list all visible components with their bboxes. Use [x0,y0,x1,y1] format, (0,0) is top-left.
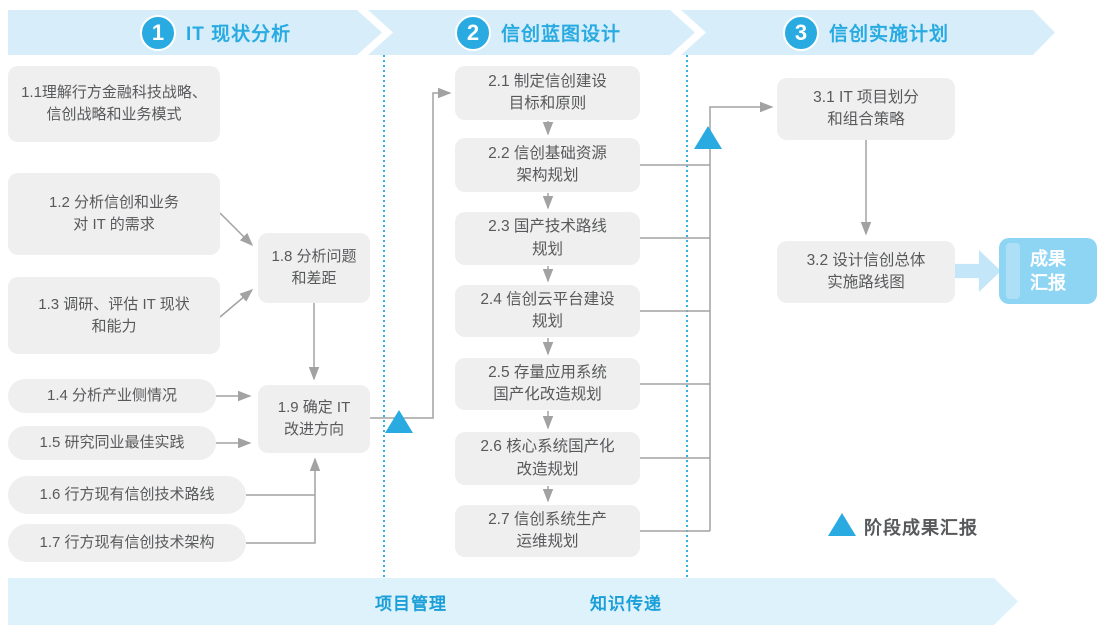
result-box-label: 成果 汇报 [1030,248,1066,293]
step-box-1-6: 1.6 行方现有信创技术路线 [8,476,246,514]
phase-divider-dotted-line [383,55,385,578]
step-box-2-3: 2.3 国产技术路线 规划 [455,212,640,265]
bottom-banner: 项目管理 知识传递 [8,578,1018,625]
result-arrow-icon [955,250,1001,292]
step-box-1-5: 1.5 研究同业最佳实践 [8,426,216,460]
step-box-1-2: 1.2 分析信创和业务 对 IT 的需求 [8,173,220,255]
phase-1-header: 1 IT 现状分析 [140,10,291,55]
legend-label: 阶段成果汇报 [864,518,978,538]
phase-banner-strip [8,10,1055,55]
step-box-1-3: 1.3 调研、评估 IT 现状 和能力 [8,277,220,354]
phase-divider-dotted-line [686,55,688,578]
milestone-triangle-icon [828,513,856,536]
step-box-1-8: 1.8 分析问题 和差距 [258,233,370,303]
step-box-2-2: 2.2 信创基础资源 架构规划 [455,138,640,192]
phase-3-number-badge: 3 [783,14,819,51]
phase-2-header: 2 信创蓝图设计 [455,10,621,55]
bottom-banner-item-knowledge-transfer: 知识传递 [590,594,662,613]
phase-1-title: IT 现状分析 [186,24,292,45]
result-box-stripe [1006,243,1020,299]
step-box-2-1: 2.1 制定信创建设 目标和原则 [455,66,640,120]
step-box-2-4: 2.4 信创云平台建设 规划 [455,285,640,337]
step-box-1-9: 1.9 确定 IT 改进方向 [258,385,370,453]
step-box-1-1: 1.1理解行方金融科技战略、 信创战略和业务模式 [8,66,220,142]
phase-2-number-badge: 2 [455,14,491,51]
phase-3-title: 信创实施计划 [829,24,950,45]
step-box-2-7: 2.7 信创系统生产 运维规划 [455,505,640,557]
step-box-2-6: 2.6 核心系统国产化 改造规划 [455,432,640,485]
phase-1-number-badge: 1 [140,14,176,51]
step-box-1-7: 1.7 行方现有信创技术架构 [8,524,246,562]
step-box-3-1: 3.1 IT 项目划分 和组合策略 [777,78,955,140]
bottom-banner-item-project-management: 项目管理 [375,594,447,613]
step-box-3-2: 3.2 设计信创总体 实施路线图 [777,241,955,303]
milestone-triangle-icon [694,126,722,149]
phase-2-title: 信创蓝图设计 [501,24,622,45]
result-box: 成果 汇报 [999,238,1097,304]
phase-3-header: 3 信创实施计划 [783,10,949,55]
step-box-2-5: 2.5 存量应用系统 国产化改造规划 [455,358,640,410]
milestone-triangle-icon [385,410,413,433]
step-box-1-4: 1.4 分析产业侧情况 [8,379,216,413]
